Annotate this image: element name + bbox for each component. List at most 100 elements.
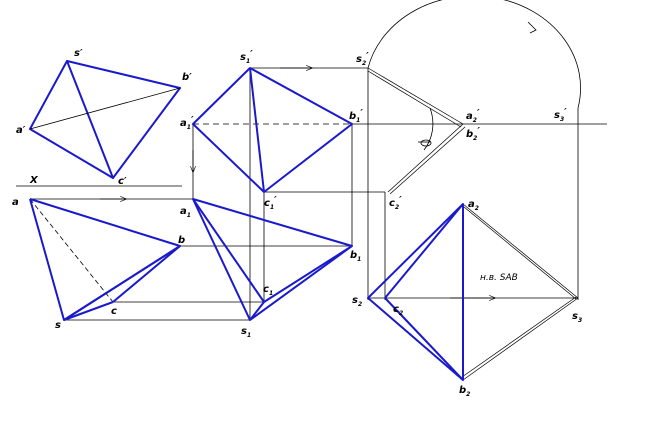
label-base: a [16, 125, 23, 136]
label-base: b [178, 235, 185, 246]
rotated-top-a-c-edge [192, 198, 265, 303]
label-sub: 2 [466, 391, 470, 398]
figure-lines [29, 60, 464, 381]
label-prime: ′ [23, 125, 26, 136]
label-base: b [350, 250, 357, 261]
axis-x-label: X [29, 175, 39, 186]
label-sub: 1 [246, 58, 250, 65]
label-s3-front: s3′ [554, 107, 567, 123]
label-a1-top: a1 [180, 206, 191, 219]
label-c1-top: c1 [263, 284, 273, 297]
label-s2-top: s2 [352, 295, 362, 308]
label-base: b [349, 111, 356, 122]
label-prime: ′ [360, 108, 363, 119]
label-prime: ′ [399, 195, 402, 206]
aux-top-a-c-edge [384, 203, 464, 299]
label-c-front: c′ [118, 176, 127, 187]
rotated-top-outline [192, 198, 353, 321]
label-prime: ′ [366, 51, 369, 62]
label-s1-front: s1′ [240, 49, 253, 65]
label-sub: 1 [270, 204, 274, 211]
rotated-front-outline [192, 67, 353, 193]
rotated-front-s-c-edge [249, 67, 265, 193]
label-base: s [356, 54, 362, 65]
point-labels: s′b′a′c′abcss1′a1′b1′c1′a1b1c1s1s2′a2′b2… [12, 48, 582, 398]
label-base: c [393, 304, 399, 315]
label-a-front: a′ [16, 125, 26, 136]
label-c1-front: c1′ [264, 195, 277, 211]
label-prime: ′ [250, 49, 253, 60]
front-a-b-edge [29, 87, 181, 130]
label-a2-top: a2 [468, 199, 479, 212]
label-base: s [55, 320, 61, 331]
angle-arc [423, 107, 434, 151]
label-base: c [118, 176, 124, 187]
label-base: b [459, 385, 466, 396]
top-s-c-edge [63, 301, 114, 321]
label-base: c [263, 284, 269, 295]
label-base: a [468, 199, 475, 210]
b2-s3-line-2 [461, 296, 577, 378]
b2-s3-line-1 [462, 297, 579, 381]
label-base: s [572, 311, 578, 322]
label-s1-top: s1 [241, 326, 251, 339]
label-prime: ′ [477, 126, 480, 137]
rotated-top-c-b-edge [263, 245, 353, 303]
label-prime: ′ [191, 115, 194, 126]
label-b2-front: b2′ [466, 126, 480, 142]
label-a1-front: a1′ [180, 115, 194, 131]
label-prime: ′ [274, 195, 277, 206]
hidden-a-c [29, 198, 114, 303]
label-sub: 2 [473, 135, 477, 142]
label-c-top: c [111, 306, 117, 317]
a2-c2-line-1 [387, 123, 464, 193]
label-sub: 1 [187, 124, 191, 131]
rotated-top-s-c-edge [249, 301, 265, 321]
label-base: c [264, 198, 270, 209]
label-base: b [182, 72, 189, 83]
front-s-c-edge [66, 60, 114, 179]
label-base: a [180, 118, 187, 129]
label-b2-top: b2 [459, 385, 470, 398]
label-a2-front: a2′ [466, 108, 480, 124]
label-base: a [12, 197, 19, 208]
label-s3-top: s3 [572, 311, 582, 324]
label-sub: 2 [399, 310, 403, 317]
true-size-note: н.в. SAB [480, 273, 518, 283]
label-prime: ′ [189, 72, 192, 83]
label-prime: ′ [477, 108, 480, 119]
label-c2-front: c2′ [389, 195, 402, 211]
s2-a2-line-2 [367, 70, 462, 128]
label-b-top: b [178, 235, 185, 246]
label-base: s [352, 295, 358, 306]
label-sub: 2 [473, 117, 477, 124]
front-view-outline [29, 60, 181, 179]
label-sub: 1 [356, 117, 360, 124]
double-lines [367, 67, 579, 381]
label-base: c [389, 198, 395, 209]
label-s-top: s [55, 320, 61, 331]
label-base: s [241, 326, 247, 337]
rotation-arc [367, 0, 581, 109]
label-sub: 2 [362, 60, 366, 67]
top-s-b-edge [63, 245, 181, 321]
label-base: c [111, 306, 117, 317]
label-base: s [240, 52, 246, 63]
label-s2-front: s2′ [356, 51, 369, 67]
label-base: s [554, 110, 560, 121]
label-sub: 3 [560, 116, 564, 123]
label-base: b [466, 129, 473, 140]
label-sub: 1 [247, 332, 251, 339]
label-sub: 1 [357, 256, 361, 263]
label-b-front: b′ [182, 72, 192, 83]
label-sub: 1 [187, 212, 191, 219]
label-base: a [180, 206, 187, 217]
rotation-arc-arrow [527, 21, 537, 34]
construction-lines [16, 0, 607, 321]
a2-s3-line-2 [463, 206, 577, 300]
a2-s3-line-1 [462, 203, 579, 299]
label-prime: ′ [80, 48, 83, 59]
label-c2-top: c2 [393, 304, 403, 317]
theta-symbol [420, 139, 432, 147]
